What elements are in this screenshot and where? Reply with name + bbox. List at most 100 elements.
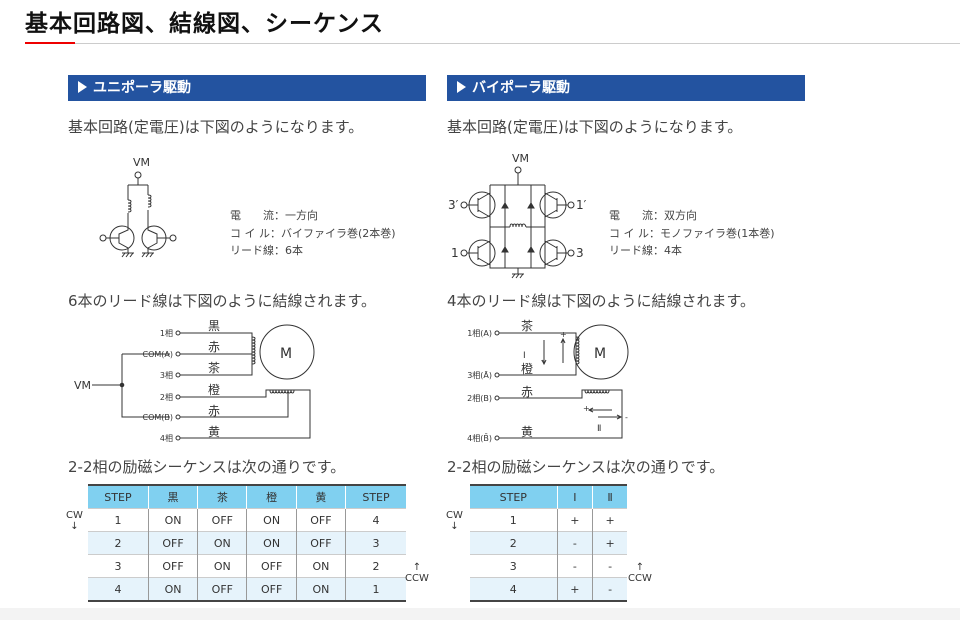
- terminal-label: 2相: [160, 392, 173, 402]
- cell: OFF: [246, 577, 297, 601]
- terminal-label: 4相(B̄): [467, 433, 492, 443]
- cell: 4: [345, 508, 406, 532]
- coil-icon: [251, 336, 256, 365]
- cell: ON: [246, 508, 297, 532]
- spec-leads: リード線：4本: [609, 244, 682, 257]
- arrow-down-icon: ↓: [450, 521, 459, 532]
- arrow-up-icon: ↑: [635, 562, 645, 573]
- coil-icon: [509, 223, 527, 228]
- wire-color-label: 橙: [521, 361, 533, 376]
- cell: OFF: [295, 508, 346, 532]
- cell: 1: [88, 508, 149, 532]
- unipolar-specs: 電 流：一方向 コ イ ル：バイファイラ巻(2本巻) リード線：6本: [230, 207, 396, 260]
- wire-color-label: 茶: [521, 318, 533, 333]
- bipolar-circuit-text: 基本回路(定電圧)は下図のようになります。: [447, 118, 743, 136]
- coil-icon: [575, 336, 580, 365]
- wire-color-label: 赤: [521, 385, 533, 399]
- ccw-label: CCW: [405, 573, 429, 584]
- vm-label: VM: [74, 379, 91, 392]
- cell: ON: [197, 554, 247, 578]
- unipolar-circuit-diagram: VM: [99, 156, 177, 258]
- cell: OFF: [197, 508, 247, 532]
- cell: 4: [88, 577, 149, 601]
- motor-label: M: [594, 346, 606, 362]
- motor-icon: [259, 324, 315, 380]
- column-header: 黒: [147, 485, 198, 509]
- cell: ON: [197, 531, 247, 555]
- ccw-label: CCW: [628, 573, 652, 584]
- triangle-icon: [457, 81, 466, 93]
- column-header: Ⅱ: [592, 485, 627, 509]
- coil-icon: [584, 389, 610, 394]
- spec-current: 電 流：一方向: [230, 209, 318, 222]
- terminal-label: 1相(A): [467, 328, 492, 338]
- motor-icon: [573, 324, 629, 380]
- wire-color-label: 赤: [208, 340, 220, 354]
- bipolar-section-header: バイポーラ駆動: [447, 75, 805, 101]
- ccw-indicator: ↑CCW: [628, 562, 652, 584]
- bipolar-circuit-diagram: VM 3′ 1′ 1 3: [448, 152, 587, 279]
- column-header: STEP: [345, 485, 406, 509]
- terminal-label: 4相: [160, 433, 173, 443]
- cell: 4: [470, 577, 558, 601]
- unipolar-sequence-text: 2-2相の励磁シーケンスは次の通りです。: [68, 458, 346, 476]
- ccw-indicator: ↑CCW: [405, 562, 429, 584]
- minus-label: -: [625, 413, 628, 422]
- bipolar-wiring-diagram: 1相(A) 3相(Ā) 2相(B) 4相(B̄) 茶 橙 赤 黄 M Ⅰ Ⅱ +…: [467, 318, 629, 443]
- diode-icon: [501, 202, 535, 253]
- terminal-label: 3相: [160, 370, 173, 380]
- coil-icon: [147, 194, 152, 208]
- arrow-up-icon: ↑: [412, 562, 422, 573]
- spec-coil: コ イ ル：モノファイラ巻(1本巻): [609, 226, 775, 240]
- cell: +: [592, 531, 627, 555]
- cw-label: CW: [446, 510, 463, 521]
- unipolar-header-label: ユニポーラ駆動: [93, 80, 191, 96]
- cell: ON: [147, 508, 198, 532]
- title-accent: [25, 42, 75, 44]
- current-arrow-icon: [587, 407, 623, 420]
- column-header: 黄: [295, 485, 346, 509]
- bipolar-wiring-text: 4本のリード線は下図のように結線されます。: [447, 292, 756, 310]
- cell: 2: [88, 531, 149, 555]
- cell: 3: [88, 554, 149, 578]
- cell: +: [556, 508, 593, 532]
- bipolar-specs: 電 流：双方向 コ イ ル：モノファイラ巻(1本巻) リード線：4本: [609, 207, 775, 260]
- cell: 2: [470, 531, 558, 555]
- spec-current: 電 流：双方向: [609, 209, 697, 222]
- ground-icon: [511, 273, 524, 279]
- cell: OFF: [147, 531, 198, 555]
- cell: -: [592, 577, 627, 601]
- motor-label: M: [280, 346, 292, 362]
- cell: ON: [295, 554, 346, 578]
- coil-icon: [127, 199, 132, 213]
- vm-label: VM: [512, 152, 529, 165]
- current-arrow-icon: [541, 337, 566, 366]
- triangle-icon: [78, 81, 87, 93]
- cell: 1: [345, 577, 406, 601]
- coil-b-label: Ⅱ: [597, 424, 601, 434]
- terminal-label: 3: [576, 246, 584, 260]
- table-row: 3--: [470, 554, 627, 578]
- wire-color-label: 黄: [208, 425, 220, 439]
- cell: OFF: [246, 554, 297, 578]
- unipolar-circuit-text: 基本回路(定電圧)は下図のようになります。: [68, 118, 364, 136]
- bipolar-header-label: バイポーラ駆動: [472, 80, 570, 96]
- vm-label: VM: [133, 156, 150, 169]
- cell: 1: [470, 508, 558, 532]
- bipolar-sequence-table: STEP Ⅰ Ⅱ 1++ 2-+ 3-- 4+-: [470, 484, 627, 602]
- cw-indicator: CW↓: [446, 510, 463, 532]
- terminal-label: 1: [451, 246, 459, 260]
- column-header: 茶: [197, 485, 247, 509]
- terminal-label: 1′: [576, 198, 587, 212]
- page-title: 基本回路図、結線図、シーケンス: [25, 11, 384, 37]
- wire-color-label: 茶: [208, 360, 220, 375]
- cell: +: [592, 508, 627, 532]
- ground-icon: [121, 252, 154, 258]
- terminal-label: 3相(Ā): [467, 370, 492, 380]
- wire-color-label: 黄: [521, 425, 533, 439]
